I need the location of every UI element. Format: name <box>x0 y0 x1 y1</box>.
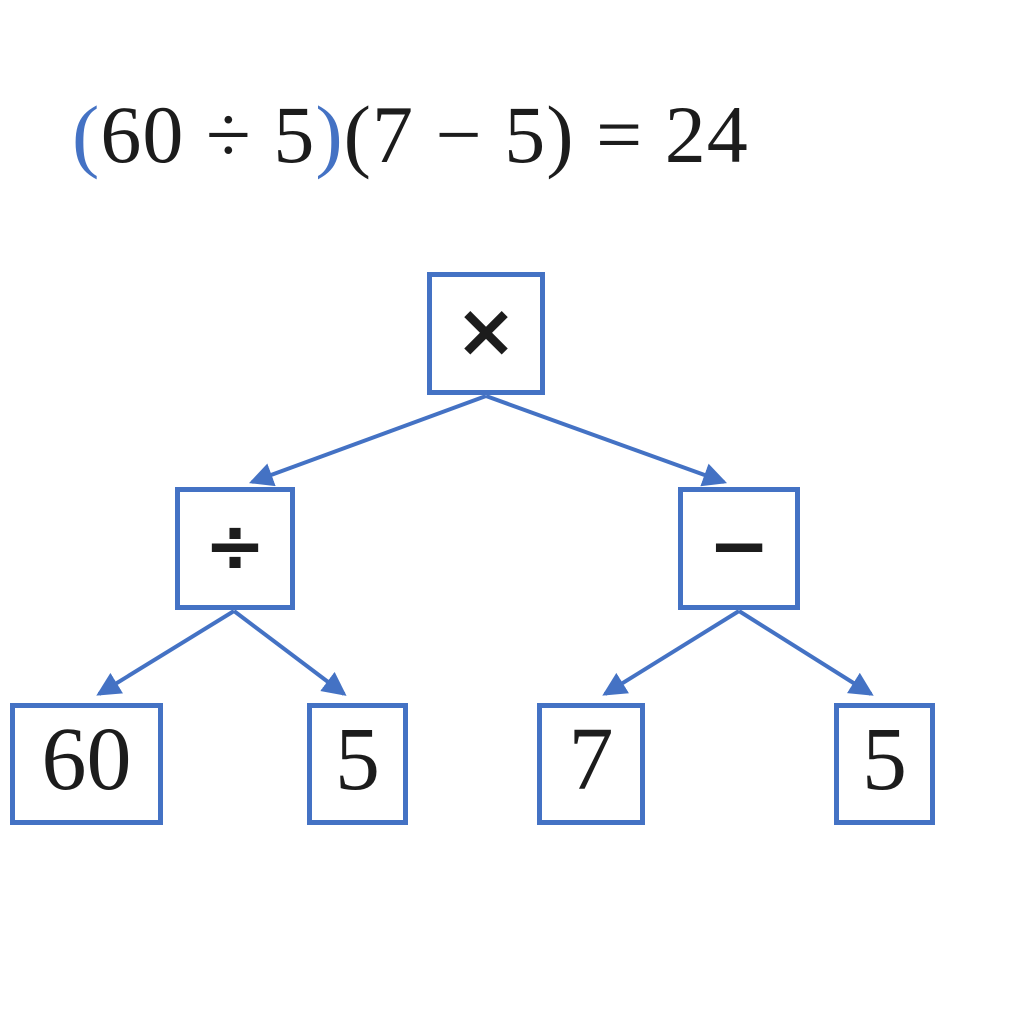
multiply-operator-symbol: × <box>454 287 517 374</box>
operand-5-right-value: 5 <box>862 710 907 809</box>
tree-node-divide: ÷ <box>175 487 295 610</box>
operand-7-value: 7 <box>568 710 614 809</box>
edge-multiply-to-divide <box>248 394 487 487</box>
tree-node-operand-5-left: 5 <box>307 703 408 825</box>
equation-division-expression: 60 ÷ 5 <box>100 89 316 180</box>
equation-result: = 24 <box>574 89 749 180</box>
tree-node-operand-5-right: 5 <box>834 703 935 825</box>
subtract-operator-symbol: − <box>707 502 770 589</box>
divide-operator-symbol: ÷ <box>203 502 266 589</box>
tree-node-subtract: − <box>678 487 800 610</box>
edge-divide-to-60 <box>96 609 236 696</box>
operand-60-value: 60 <box>41 710 132 809</box>
edge-subtract-to-7 <box>602 609 741 696</box>
tree-node-operand-60: 60 <box>10 703 163 825</box>
tree-node-operand-7: 7 <box>537 703 645 825</box>
tree-node-multiply: × <box>427 272 545 395</box>
edge-multiply-to-subtract <box>485 394 728 487</box>
operand-5-left-value: 5 <box>335 710 380 809</box>
edge-divide-to-5-left <box>232 609 347 696</box>
equation-subtraction-expression: (7 − 5) <box>343 89 575 180</box>
equation: (60 ÷ 5)(7 − 5) = 24 <box>72 84 749 187</box>
equation-open-paren-blue: ( <box>72 89 101 180</box>
edge-subtract-to-5-right <box>737 609 874 696</box>
equation-close-paren-blue: ) <box>315 89 344 180</box>
